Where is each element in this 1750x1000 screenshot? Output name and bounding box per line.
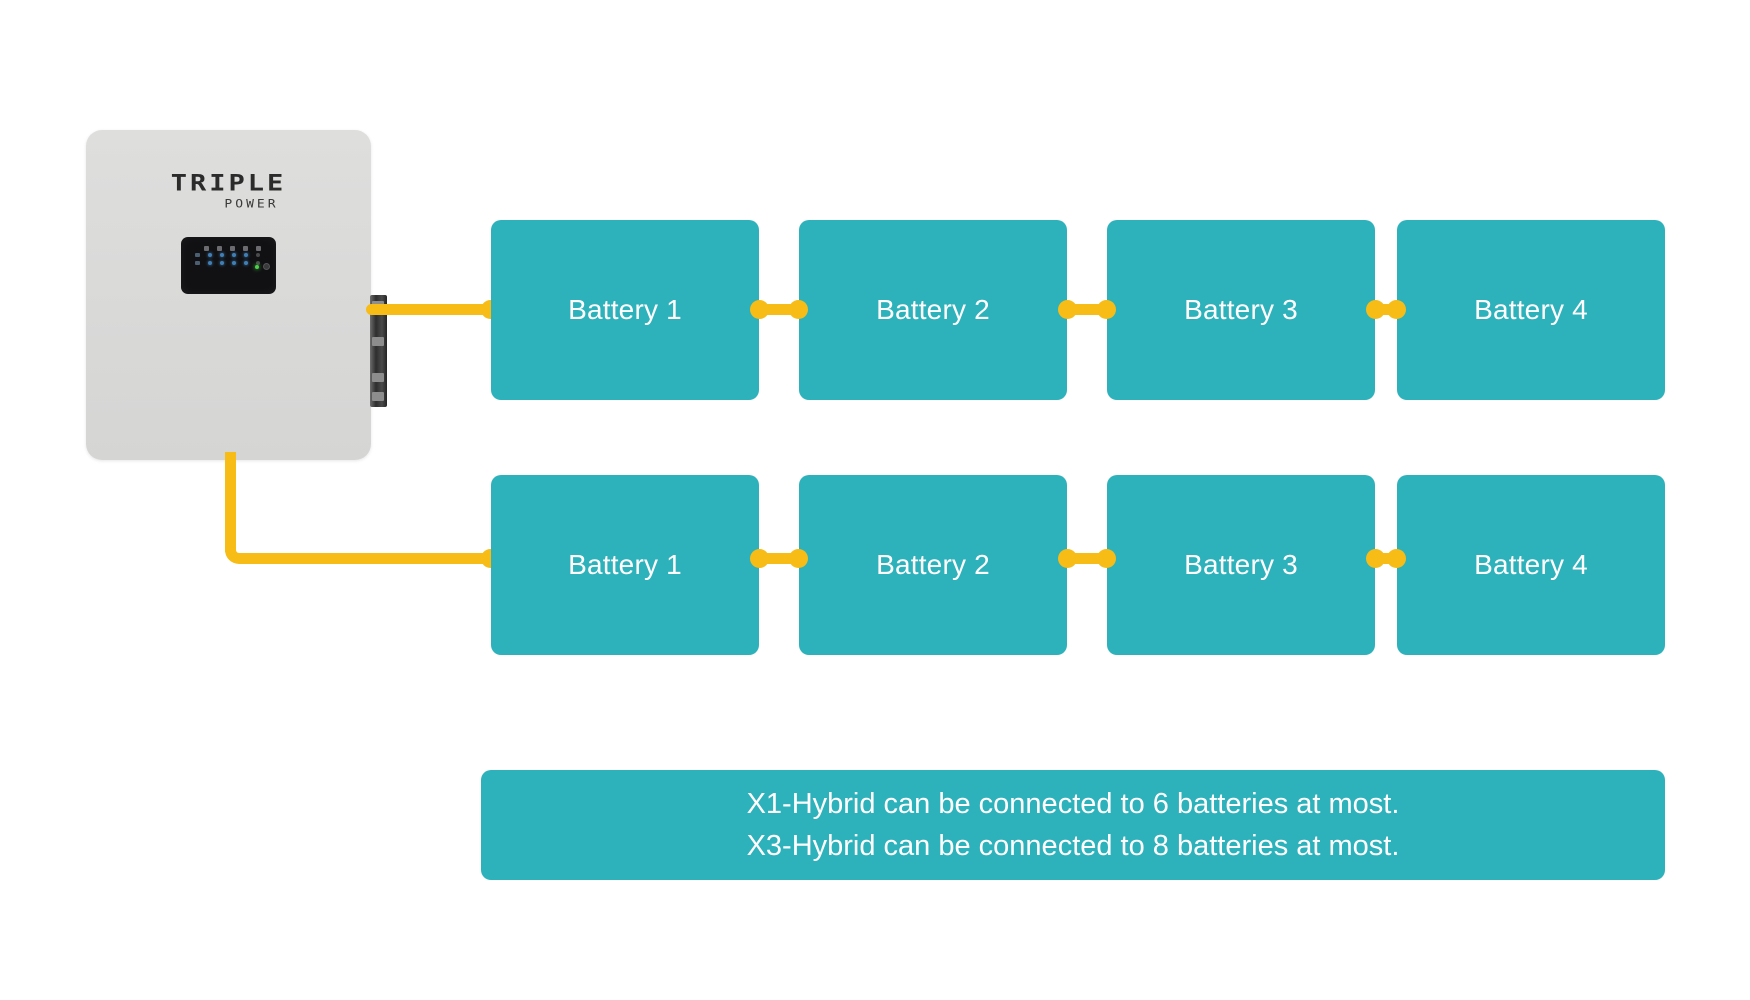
- port-notch: [372, 373, 384, 382]
- sun-icon: [204, 246, 209, 251]
- led-row-lower: [195, 261, 265, 265]
- battery-label: Battery 4: [1474, 294, 1588, 325]
- led-dot: [220, 261, 224, 265]
- battery-box[interactable]: Battery 2: [799, 475, 1067, 655]
- battery-box[interactable]: Battery 1: [491, 220, 759, 400]
- inverter-brand-logo: TRIPLE POWER: [86, 168, 371, 212]
- wire-terminal-dot: [1058, 549, 1077, 568]
- led-dot: [208, 261, 212, 265]
- battery-label: Battery 3: [1184, 549, 1298, 580]
- brand-power-text: POWER: [224, 198, 279, 211]
- led-tag-lower: [195, 261, 200, 265]
- led-tag-upper: [195, 253, 200, 257]
- battery-box[interactable]: Battery 3: [1107, 220, 1375, 400]
- led-status-group: [255, 263, 270, 270]
- battery-label: Battery 2: [876, 549, 990, 580]
- wire-terminal-dot: [1058, 300, 1077, 319]
- battery-box[interactable]: Battery 1: [491, 475, 759, 655]
- led-dot: [208, 253, 212, 257]
- inverter-device: TRIPLE POWER: [86, 130, 387, 460]
- battery-box[interactable]: Battery 2: [799, 220, 1067, 400]
- port-notch: [372, 392, 384, 401]
- led-dot: [244, 261, 248, 265]
- grid-icon: [243, 246, 248, 251]
- wire-inverter-to-row1: [366, 304, 491, 315]
- panel-button[interactable]: [263, 263, 270, 270]
- wire-terminal-dot: [789, 300, 808, 319]
- wire-inverter-drop-vertical: [225, 452, 236, 552]
- note-banner: X1-Hybrid can be connected to 6 batterie…: [481, 770, 1665, 880]
- wire-terminal-dot: [1387, 300, 1406, 319]
- plug-icon: [230, 246, 235, 251]
- wire-link-row2-b2-b3: [1067, 553, 1107, 564]
- wire-terminal-dot: [789, 549, 808, 568]
- brand-triple-text: TRIPLE: [170, 170, 287, 197]
- wire-link-row1-b2-b3: [1067, 304, 1107, 315]
- wire-terminal-dot: [750, 300, 769, 319]
- battery-label: Battery 4: [1474, 549, 1588, 580]
- led-dot: [232, 261, 236, 265]
- battery-label: Battery 3: [1184, 294, 1298, 325]
- wire-link-row2-b1-b2: [759, 553, 799, 564]
- led-dot: [256, 261, 260, 265]
- battery-box[interactable]: Battery 4: [1397, 220, 1665, 400]
- led-grid: [195, 246, 265, 269]
- wire-terminal-dot: [750, 549, 769, 568]
- wire-link-row1-b1-b2: [759, 304, 799, 315]
- battery-box[interactable]: Battery 4: [1397, 475, 1665, 655]
- battery-box[interactable]: Battery 3: [1107, 475, 1375, 655]
- wire-terminal-dot: [1366, 300, 1385, 319]
- wire-link-row2-b3-b4: [1375, 553, 1397, 564]
- led-dot: [232, 253, 236, 257]
- wire-terminal-dot: [1387, 549, 1406, 568]
- led-dot: [256, 253, 260, 257]
- battery-label: Battery 1: [568, 549, 682, 580]
- led-dot: [220, 253, 224, 257]
- wire-terminal-dot: [1097, 300, 1116, 319]
- wire-terminal-dot: [1366, 549, 1385, 568]
- wire-inverter-to-row2: [252, 553, 491, 564]
- port-notch: [372, 337, 384, 346]
- led-icon-row: [204, 246, 265, 251]
- led-indicator-panel: [181, 237, 276, 294]
- power-status-led-icon: [255, 264, 259, 269]
- battery-icon: [217, 246, 222, 251]
- battery-label: Battery 1: [568, 294, 682, 325]
- alert-icon: [256, 246, 261, 251]
- led-dot: [244, 253, 248, 257]
- wire-terminal-dot: [1097, 549, 1116, 568]
- note-line-1: X1-Hybrid can be connected to 6 batterie…: [746, 788, 1400, 820]
- wire-elbow-corner: [225, 530, 259, 564]
- led-row-upper: [195, 253, 265, 257]
- note-line-2: X3-Hybrid can be connected to 8 batterie…: [746, 830, 1400, 862]
- wire-link-row1-b3-b4: [1375, 304, 1397, 315]
- battery-label: Battery 2: [876, 294, 990, 325]
